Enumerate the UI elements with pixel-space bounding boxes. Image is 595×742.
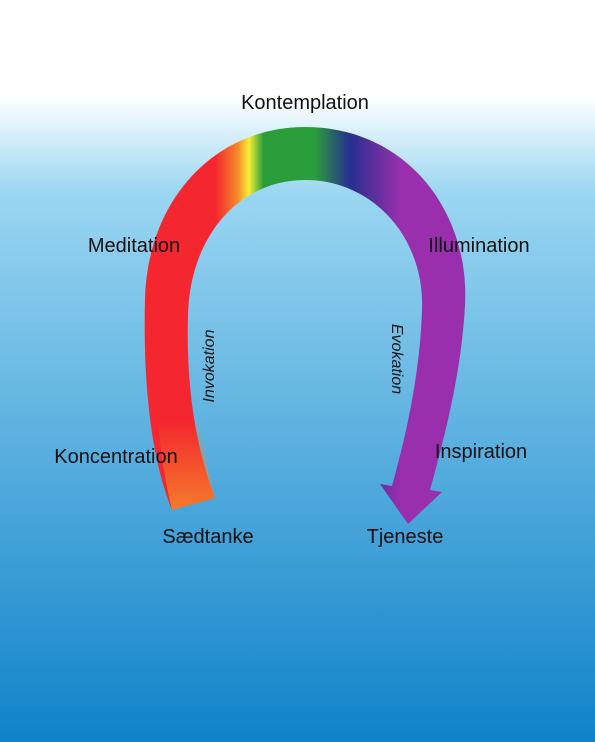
label-evokation: Evokation [388,324,405,394]
label-inspiration: Inspiration [435,441,527,463]
label-kontemplation: Kontemplation [241,92,369,114]
orange-tail-tint [158,420,215,510]
label-saedtanke: Sædtanke [162,526,253,548]
label-meditation: Meditation [88,235,180,257]
label-illumination: Illumination [428,235,529,257]
label-tjeneste: Tjeneste [367,526,444,548]
label-invokation: Invokation [201,329,218,402]
label-koncentration: Koncentration [54,446,177,468]
